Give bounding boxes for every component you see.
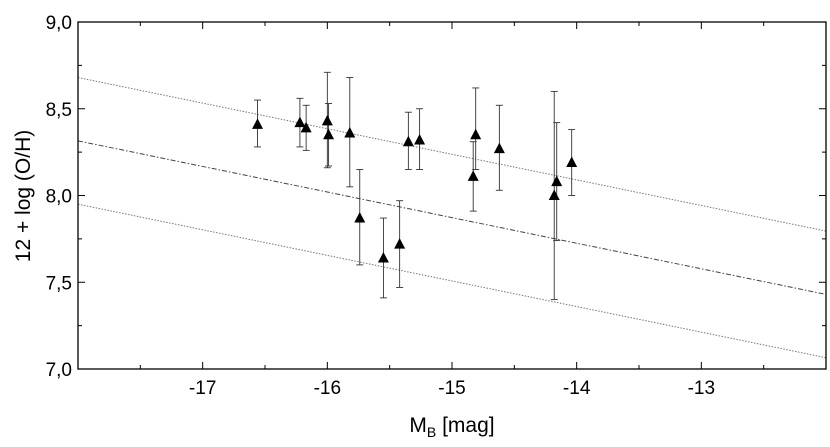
x-tick-label: -13 [688, 378, 715, 399]
x-axis-label-main: M [409, 414, 427, 437]
data-point-triangle [300, 121, 312, 133]
data-point-triangle [323, 128, 335, 140]
x-axis-label: MB [mag] [409, 414, 494, 440]
data-point-triangle [402, 135, 414, 147]
data-point-triangle [551, 175, 563, 187]
reference-lines [77, 77, 827, 359]
x-tick-label: -14 [563, 378, 591, 399]
x-axis-label-unit: [mag] [436, 414, 494, 437]
y-tick-label: 7,0 [46, 360, 72, 381]
y-tick-label: 9,0 [46, 13, 72, 34]
error-bar [472, 87, 480, 170]
y-axis-label: 12 + log (O/H) [12, 130, 35, 262]
data-point-triangle [467, 170, 479, 181]
data-point-triangle [294, 116, 306, 128]
y-tick-label: 8,0 [46, 187, 72, 208]
plot-frame [77, 21, 827, 370]
data-point-triangle [321, 114, 333, 126]
x-axis-label-subscript: B [427, 424, 436, 440]
x-tick-label: -15 [438, 378, 465, 399]
data-point-triangle [493, 142, 505, 154]
data-point-triangle [377, 251, 389, 263]
x-tick-label: -17 [189, 378, 216, 399]
data-point-triangle [414, 133, 426, 145]
x-axis-ticks: -17 -16 -15 -14 -13 [139, 22, 765, 399]
error-bars [254, 71, 576, 301]
data-point-triangle [566, 156, 578, 168]
data-point-triangle [252, 118, 264, 129]
reference-line-upper-bound [77, 77, 827, 232]
data-point-triangle [548, 189, 560, 200]
data-point-triangle [394, 238, 406, 249]
y-axis-ticks: 7,0 7,5 8,0 8,5 9,0 [46, 13, 826, 381]
reference-line-fit [77, 140, 827, 295]
reference-line-lower-bound [77, 203, 827, 359]
x-tick-label: -16 [314, 378, 341, 399]
data-point-triangle [470, 128, 482, 140]
data-point-triangle [344, 127, 356, 138]
y-tick-label: 8,5 [46, 100, 72, 121]
data-point-triangle [354, 212, 366, 223]
data-points [252, 114, 578, 263]
y-tick-label: 7,5 [46, 273, 72, 294]
